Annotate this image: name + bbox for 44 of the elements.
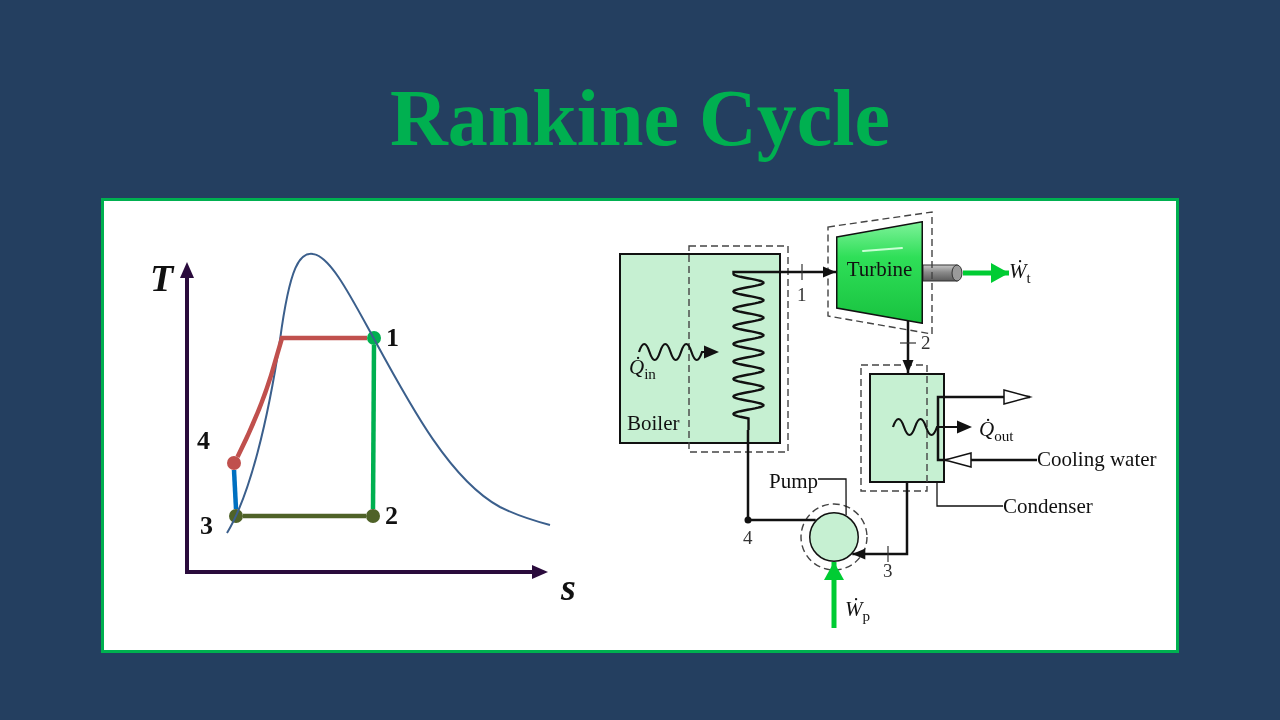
flow-arrow [902,321,914,373]
cooling-water-arrow [944,452,1037,468]
component-label: Pump [769,469,818,495]
flow-arrow [767,266,836,278]
state-label: 3 [883,560,893,583]
state-label: 1 [797,284,807,307]
state-point-dot [227,456,241,470]
heat-input-label: Q̇$_{in}$ [629,355,656,381]
work-arrow [963,263,1009,283]
heat-output-label: Q̇$_{out}$ [979,417,1014,443]
component-label: Condenser [1003,494,1093,520]
process-line [370,345,377,509]
turbine [836,221,923,324]
boiler-box [619,253,781,444]
state-number: 1 [386,325,399,351]
condenser-box [869,373,945,483]
pump-circle [809,512,859,562]
heating-coil [730,268,767,430]
state-point-dot [367,331,381,345]
process-line [235,335,367,458]
axis-label: s [561,565,576,610]
flow-line [746,430,816,522]
axis-label: T [150,256,174,301]
flow-arrow [852,483,909,560]
diagram-title: Rankine Cycle [390,74,890,162]
turbine-shaft [923,264,963,282]
leader-line [817,478,847,516]
work-output-label: Ẇ$_{t}$ [1009,259,1031,285]
state-label: 2 [921,332,931,355]
state-point-dot [229,509,243,523]
work-arrow [824,562,844,628]
stream-label: Cooling water [1037,447,1157,473]
process-line [243,513,366,519]
component-label: Boiler [627,411,680,437]
state-number: 3 [200,513,213,539]
state-number: 4 [197,428,210,454]
state-point-dot [366,509,380,523]
state-label: 4 [743,527,753,550]
cooling-water-arrow [945,389,1031,405]
work-input-label: Ẇ$_{p}$ [845,597,871,623]
component-label: Turbine [846,257,913,283]
leader-line [936,482,1004,507]
process-line [231,469,239,510]
state-number: 2 [385,503,398,529]
